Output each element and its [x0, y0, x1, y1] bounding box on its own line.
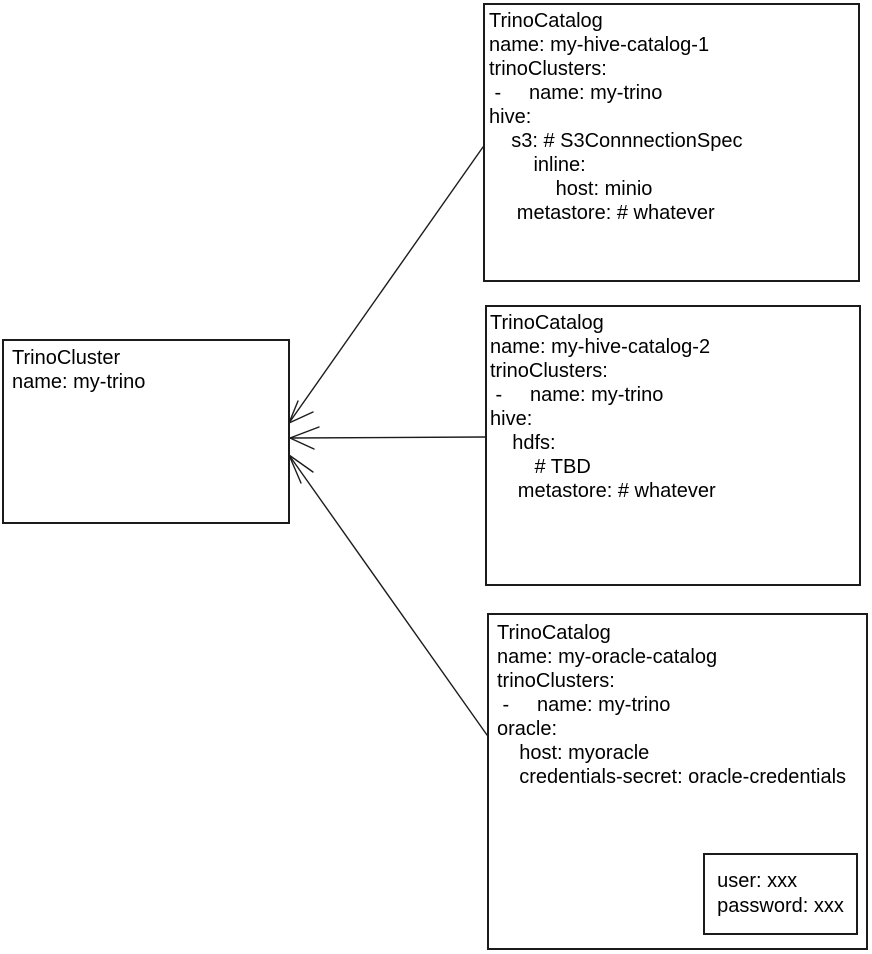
connector-catalog1-to-cluster: [288, 146, 484, 424]
yaml-line: trinoClusters:: [497, 670, 615, 692]
connector-catalog3-to-cluster: [288, 454, 488, 736]
yaml-line: - name: my-trino: [489, 82, 663, 104]
credentials-secret-text: user: xxx password: xxx: [717, 869, 844, 919]
yaml-line: hdfs:: [490, 432, 556, 454]
yaml-line: - name: my-trino: [497, 694, 671, 716]
yaml-line: name: my-hive-catalog-2: [490, 336, 711, 358]
yaml-line: host: myoracle: [497, 742, 650, 764]
connector-catalog2-to-cluster: [289, 426, 486, 450]
yaml-line: s3: # S3ConnnectionSpec: [489, 130, 743, 152]
yaml-line: credentials-secret: oracle-credentials: [497, 766, 847, 788]
yaml-line: trinoClusters:: [490, 360, 608, 382]
yaml-line: - name: my-trino: [490, 384, 664, 406]
secret-line: user: xxx: [717, 870, 798, 892]
yaml-line: metastore: # whatever: [490, 480, 716, 502]
yaml-line: name: my-trino: [12, 371, 146, 393]
yaml-line: hive:: [490, 408, 533, 430]
yaml-line: hive:: [489, 106, 532, 128]
yaml-line: metastore: # whatever: [489, 202, 715, 224]
yaml-line: name: my-oracle-catalog: [497, 646, 718, 668]
yaml-line: inline:: [489, 154, 586, 176]
yaml-line: name: my-hive-catalog-1: [489, 34, 710, 56]
yaml-line: host: minio: [489, 178, 653, 200]
yaml-line: TrinoCatalog: [490, 312, 604, 334]
yaml-line: TrinoCatalog: [489, 10, 603, 32]
credentials-secret-node: user: xxx password: xxx: [703, 853, 858, 935]
yaml-line: # TBD: [490, 456, 591, 478]
yaml-line: TrinoCatalog: [497, 622, 611, 644]
secret-line: password: xxx: [717, 895, 844, 917]
yaml-line: TrinoCluster: [12, 347, 121, 369]
yaml-line: oracle:: [497, 718, 558, 740]
yaml-line: trinoClusters:: [489, 58, 607, 80]
